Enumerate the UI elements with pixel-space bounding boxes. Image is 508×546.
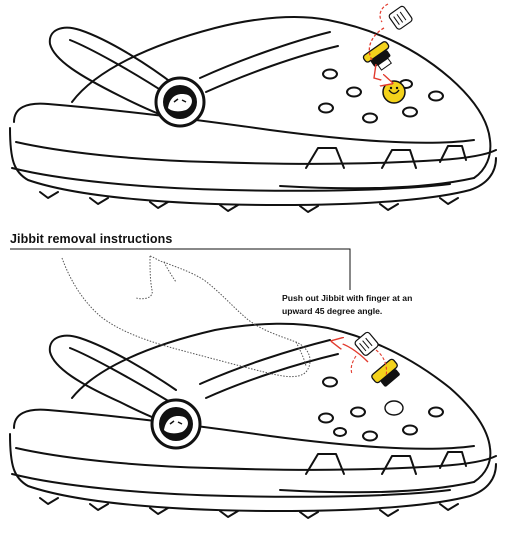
callout-line-2: upward 45 degree angle.	[282, 306, 383, 316]
jibbit-bump-icon	[384, 400, 404, 416]
removal-arrow-icon	[336, 342, 369, 363]
croc-logo-top-icon	[154, 76, 206, 128]
croc-logo-bottom-icon	[150, 398, 202, 450]
clog-top-holes	[318, 68, 444, 124]
callout-leader	[10, 248, 351, 290]
instructions-heading: Jibbit removal instructions	[10, 232, 173, 246]
clog-top-icon	[9, 15, 497, 213]
jibbit-top-icon	[382, 80, 406, 104]
callout-line-1: Push out Jibbit with finger at an	[282, 293, 413, 303]
jibbit-insert-diagram-icon	[362, 3, 413, 82]
instruction-callout: Push out Jibbit with finger at an upward…	[282, 292, 487, 318]
jibbit-removal-diagram-icon	[336, 331, 400, 387]
clog-bottom-icon	[9, 322, 497, 519]
finger-icon	[61, 255, 311, 378]
clog-bottom-holes	[318, 376, 444, 442]
